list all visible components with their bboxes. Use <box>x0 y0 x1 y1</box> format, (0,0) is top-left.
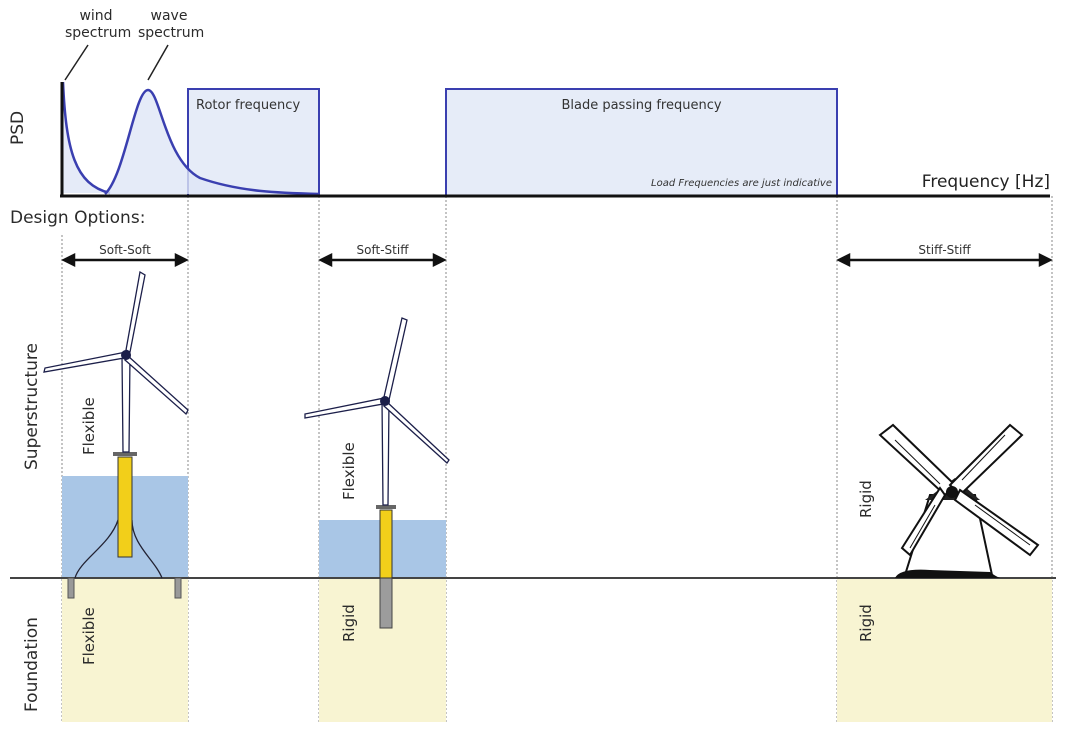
monopile-wind-turbine-icon <box>304 317 450 629</box>
blade-passing-frequency-label: Blade passing frequency <box>561 98 722 113</box>
foundation-row-label: Foundation <box>22 617 42 712</box>
frequency-axis-label: Frequency [Hz] <box>921 172 1050 192</box>
option-stiff-stiff-label: Stiff-Stiff <box>918 243 971 257</box>
soft-soft-superstructure-label: Flexible <box>80 397 98 455</box>
wave-label-line2: spectrum <box>138 25 205 41</box>
option-range-arrows <box>61 252 1053 268</box>
wind-label-line1: wind <box>79 8 113 24</box>
soft-stiff-superstructure-label: Flexible <box>340 442 358 500</box>
wind-spectrum-label: wind spectrum <box>65 8 132 42</box>
option-soft-stiff-label: Soft-Stiff <box>356 243 409 257</box>
load-frequency-note: Load Frequencies are just indicative <box>651 178 832 189</box>
stiff-stiff-foundation-label: Rigid <box>857 604 875 642</box>
superstructure-row-label: Superstructure <box>22 343 42 470</box>
stiff-stiff-superstructure-label: Rigid <box>857 480 875 518</box>
rotor-frequency-band <box>187 88 320 197</box>
soft-stiff-foundation-label: Rigid <box>340 604 358 642</box>
wave-spectrum-label: wave spectrum <box>138 8 205 42</box>
windmill-icon <box>878 423 1040 578</box>
blade-passing-frequency-band <box>445 88 838 197</box>
option-soft-soft-label: Soft-Soft <box>99 243 151 257</box>
soil-stiff-stiff <box>837 578 1052 722</box>
wave-label-line1: wave <box>150 8 188 24</box>
soft-soft-foundation-label: Flexible <box>80 607 98 665</box>
wind-label-line2: spectrum <box>65 25 132 41</box>
psd-axis-label: PSD <box>8 110 28 145</box>
rotor-frequency-label: Rotor frequency <box>196 98 301 113</box>
wind-spectrum-curve <box>61 81 111 195</box>
floating-wind-turbine-icon <box>43 270 189 599</box>
soil-soft-soft <box>62 578 188 722</box>
wave-spectrum-curve <box>104 88 321 196</box>
design-options-heading: Design Options: <box>10 208 146 228</box>
